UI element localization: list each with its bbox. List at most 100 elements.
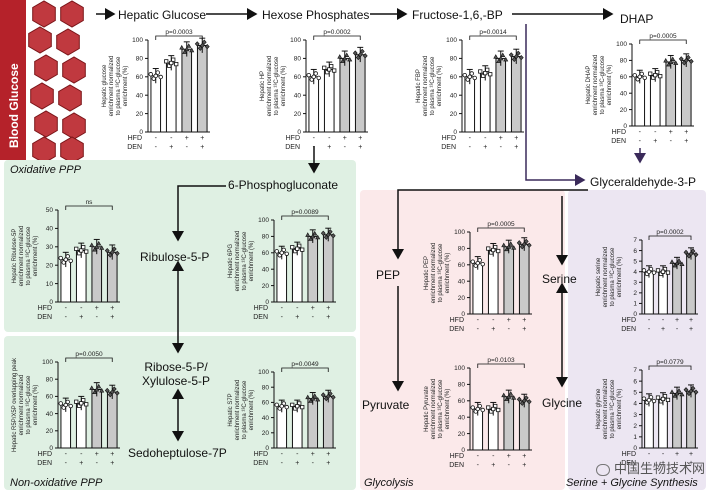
data-point-2-1 [504, 246, 510, 252]
row-sign-hfd-1: - [170, 135, 173, 142]
data-point-0-4 [646, 397, 652, 403]
y-axis-label-2: to plasma ¹³C-glucose [600, 55, 606, 114]
data-point-2-3 [679, 391, 685, 397]
data-point-2-0 [501, 242, 507, 248]
row-sign-hfd-0: - [477, 317, 480, 324]
data-point-0-4 [279, 250, 284, 255]
y-axis-label-1: enrichment normalized [431, 243, 437, 304]
data-point-3-1 [107, 252, 113, 258]
bar-2 [181, 48, 193, 133]
bar-3 [322, 395, 334, 449]
data-point-1-4 [327, 67, 332, 72]
row-sign-hfd-2: + [675, 317, 679, 324]
data-point-1-0 [478, 69, 483, 74]
node-r5p-label: Ribose-5-P/ Xylulose-5-P [142, 360, 211, 388]
y-tick-label: 0 [265, 299, 269, 306]
y-axis-label-2: to plasma ¹³C-glucose [438, 379, 444, 438]
data-point-3-3 [518, 55, 524, 61]
data-point-0-0 [58, 255, 63, 261]
watermark-text: 中国生物技术网 [614, 461, 706, 476]
row-sign-hfd-3: + [522, 453, 526, 460]
data-point-3-4 [521, 398, 527, 404]
node-hepatic-glucose: Hepatic Glucose [118, 8, 207, 22]
y-axis-label-2: to plasma ¹³C-glucose [242, 231, 248, 290]
row-sign-hfd-1: - [662, 451, 665, 458]
data-point-0-2 [648, 395, 654, 400]
data-point-0-4 [63, 402, 68, 408]
y-tick-label: 100 [290, 37, 301, 44]
y-tick-label: 100 [258, 369, 269, 376]
data-point-2-2 [676, 257, 682, 263]
bar-1 [658, 398, 668, 449]
row-label-den: DEN [127, 144, 142, 151]
row-sign-den-0: - [477, 462, 480, 469]
y-tick-label: 20 [458, 295, 466, 302]
row-sign-den-2: - [312, 314, 315, 321]
row-label-hfd: HFD [38, 451, 52, 458]
y-tick-label: 30 [46, 244, 54, 251]
y-tick-label: 6 [633, 378, 637, 385]
data-point-2-0 [179, 44, 185, 50]
data-point-2-2 [344, 52, 350, 57]
data-point-1-3 [84, 402, 89, 407]
node-pyruvate: Pyruvate [362, 398, 410, 412]
data-point-2-4 [342, 55, 348, 61]
y-tick-label: 4 [633, 269, 637, 276]
data-point-0-3 [158, 74, 163, 80]
row-sign-hfd-0: - [648, 317, 651, 324]
p-value-label: ns [86, 199, 94, 206]
data-point-2-3 [315, 396, 321, 402]
data-point-2-2 [676, 387, 682, 393]
arrow-fbp-to-g3p [525, 24, 586, 186]
data-point-3-0 [104, 387, 110, 394]
data-point-3-0 [194, 41, 200, 47]
row-sign-den-3: + [522, 462, 526, 469]
row-sign-den-1: + [491, 326, 495, 333]
row-sign-den-2: - [186, 144, 189, 151]
significance-bracket [155, 35, 203, 40]
y-axis-label-1: enrichment normalized [19, 375, 25, 436]
bar-3 [322, 234, 334, 303]
data-point-0-2 [281, 247, 286, 253]
y-tick-label: 80 [458, 246, 466, 253]
glucose-cell-10 [32, 136, 56, 160]
data-point-2-2 [312, 230, 318, 236]
data-point-3-2 [690, 385, 696, 392]
data-point-3-1 [197, 45, 203, 51]
y-tick-label: 60 [450, 74, 458, 81]
p-value-label: p=0.0002 [656, 229, 684, 236]
significance-bracket [313, 35, 361, 40]
data-point-3-0 [320, 230, 326, 236]
data-point-2-0 [663, 57, 669, 63]
data-point-3-2 [327, 390, 333, 397]
row-label-hfd: HFD [450, 453, 464, 460]
y-axis-label-3: enrichment (%) [249, 241, 255, 282]
data-point-2-4 [94, 386, 100, 392]
data-point-2-3 [511, 245, 517, 250]
y-tick-label: 5 [633, 258, 637, 265]
data-point-2-4 [674, 260, 680, 266]
y-tick-label: 4 [633, 401, 637, 408]
row-sign-hfd-0: - [281, 305, 284, 312]
data-point-3-3 [114, 390, 120, 396]
y-tick-label: 80 [620, 58, 628, 65]
y-tick-label: 60 [136, 74, 144, 81]
y-tick-label: 20 [136, 111, 144, 118]
y-axis-label-3: enrichment (%) [249, 390, 255, 431]
y-tick-label: 0 [139, 129, 143, 136]
data-point-0-4 [63, 257, 68, 262]
data-point-2-2 [312, 393, 318, 398]
bar-2 [672, 392, 682, 449]
y-axis-label-3: enrichment (%) [445, 253, 451, 294]
bar-2 [91, 246, 103, 303]
glucose-cell-9 [62, 112, 86, 140]
node-s7p: Sedoheptulose-7P [128, 446, 227, 460]
row-sign-den-1: + [661, 326, 665, 333]
row-label-den: DEN [253, 314, 268, 321]
